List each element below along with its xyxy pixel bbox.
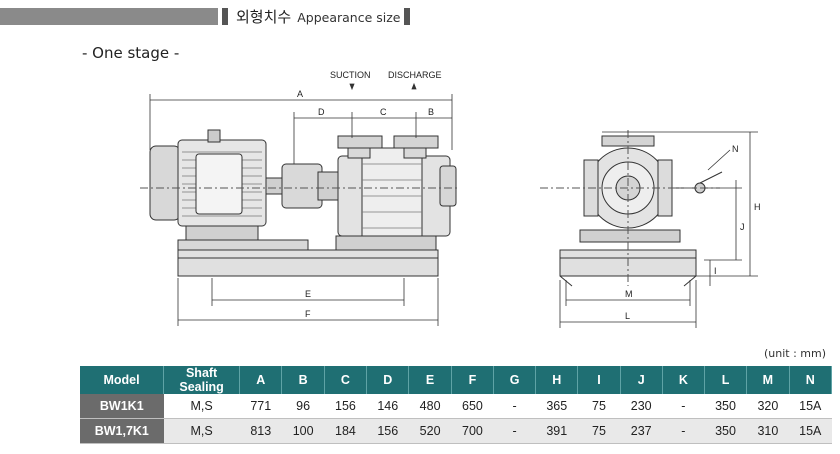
pump-shaft — [317, 171, 339, 201]
header-bar-marker-left — [222, 8, 228, 25]
discharge-label: DISCHARGE — [388, 70, 442, 80]
table-header-cell: D — [366, 366, 410, 394]
table-cell: 184 — [324, 418, 367, 444]
suction-flange — [337, 135, 383, 149]
table-cell: 146 — [366, 394, 409, 419]
table-cell: 391 — [535, 418, 578, 444]
table-header-cell: K — [662, 366, 705, 394]
table-cell: - — [493, 394, 536, 419]
pump-end-cover — [439, 165, 457, 207]
dim-l-label: L — [625, 311, 630, 321]
motor-terminal-box — [195, 153, 243, 215]
coupling — [281, 163, 323, 209]
table-cell: 75 — [577, 394, 621, 419]
table-cell: - — [493, 418, 536, 444]
unit-note: (unit : mm) — [763, 347, 826, 360]
table-cell: M,S — [163, 418, 240, 444]
table-header-cell: M — [746, 366, 790, 394]
table-header-cell: G — [493, 366, 537, 394]
dim-n-label: N — [732, 144, 739, 154]
model-cell: BW1K1 — [80, 394, 164, 419]
table-header-cell: N — [789, 366, 833, 394]
dim-m-label: M — [625, 289, 633, 299]
motor-eye-bolt — [207, 129, 221, 143]
front-foot — [579, 229, 681, 243]
suction-label: SUCTION — [330, 70, 371, 80]
dim-e-label: E — [305, 289, 311, 299]
model-cell: BW1,7K1 — [80, 418, 164, 444]
motor-endcap — [149, 145, 181, 221]
table-cell: 156 — [366, 418, 409, 444]
table-header-cell: Shaft Sealing — [163, 366, 241, 394]
table-header-cell: I — [577, 366, 621, 394]
header-bar — [0, 8, 218, 25]
table-header-cell: H — [535, 366, 579, 394]
table-header-cell: A — [239, 366, 283, 394]
table-header-cell: F — [451, 366, 495, 394]
dim-i-label: I — [714, 266, 717, 276]
table-header-cell: C — [324, 366, 368, 394]
table-cell: 15A — [789, 394, 832, 419]
stage-label: - One stage - — [82, 44, 180, 62]
table-cell: 520 — [408, 418, 452, 444]
table-cell: 700 — [451, 418, 494, 444]
table-cell: M,S — [163, 394, 240, 419]
base-frame — [177, 249, 439, 277]
dim-c-label: C — [380, 107, 387, 117]
table-cell: 237 — [620, 418, 663, 444]
table-cell: 230 — [620, 394, 663, 419]
table-header-cell: E — [408, 366, 452, 394]
dim-b-label: B — [428, 107, 434, 117]
table-cell: 320 — [746, 394, 790, 419]
table-cell: 480 — [408, 394, 452, 419]
dim-h-label: H — [754, 202, 761, 212]
table-cell: 96 — [281, 394, 325, 419]
motor-foot — [185, 225, 259, 241]
pump-foot — [335, 235, 437, 251]
section-title: 외형치수 Appearance size — [236, 6, 400, 27]
table-header-cell: L — [704, 366, 748, 394]
motor-shaft — [265, 177, 283, 195]
header-bar-marker-right — [404, 8, 410, 25]
table-cell: 350 — [704, 394, 747, 419]
table-header-cell: J — [620, 366, 663, 394]
table-header-cell: Model — [80, 366, 165, 394]
dim-a-label: A — [297, 89, 303, 99]
table-cell: - — [662, 418, 705, 444]
table-cell: 15A — [789, 418, 832, 444]
pump-dimension-drawing: SUCTION DISCHARGE A D C B E F — [140, 70, 761, 328]
table-cell: 813 — [239, 418, 282, 444]
dim-f-label: F — [305, 309, 311, 319]
table-cell: 100 — [281, 418, 325, 444]
table-cell: 75 — [577, 418, 621, 444]
table-cell: - — [662, 394, 705, 419]
table-cell: 771 — [239, 394, 282, 419]
table-cell: 650 — [451, 394, 494, 419]
dim-j-label: J — [740, 222, 745, 232]
table-cell: 350 — [704, 418, 747, 444]
table-cell: 310 — [746, 418, 790, 444]
table-cell: 156 — [324, 394, 367, 419]
section-title-english: Appearance size — [297, 10, 401, 25]
section-title-korean: 외형치수 — [236, 8, 292, 26]
table-cell: 365 — [535, 394, 578, 419]
table-header-cell: B — [281, 366, 325, 394]
dim-d-label: D — [318, 107, 325, 117]
